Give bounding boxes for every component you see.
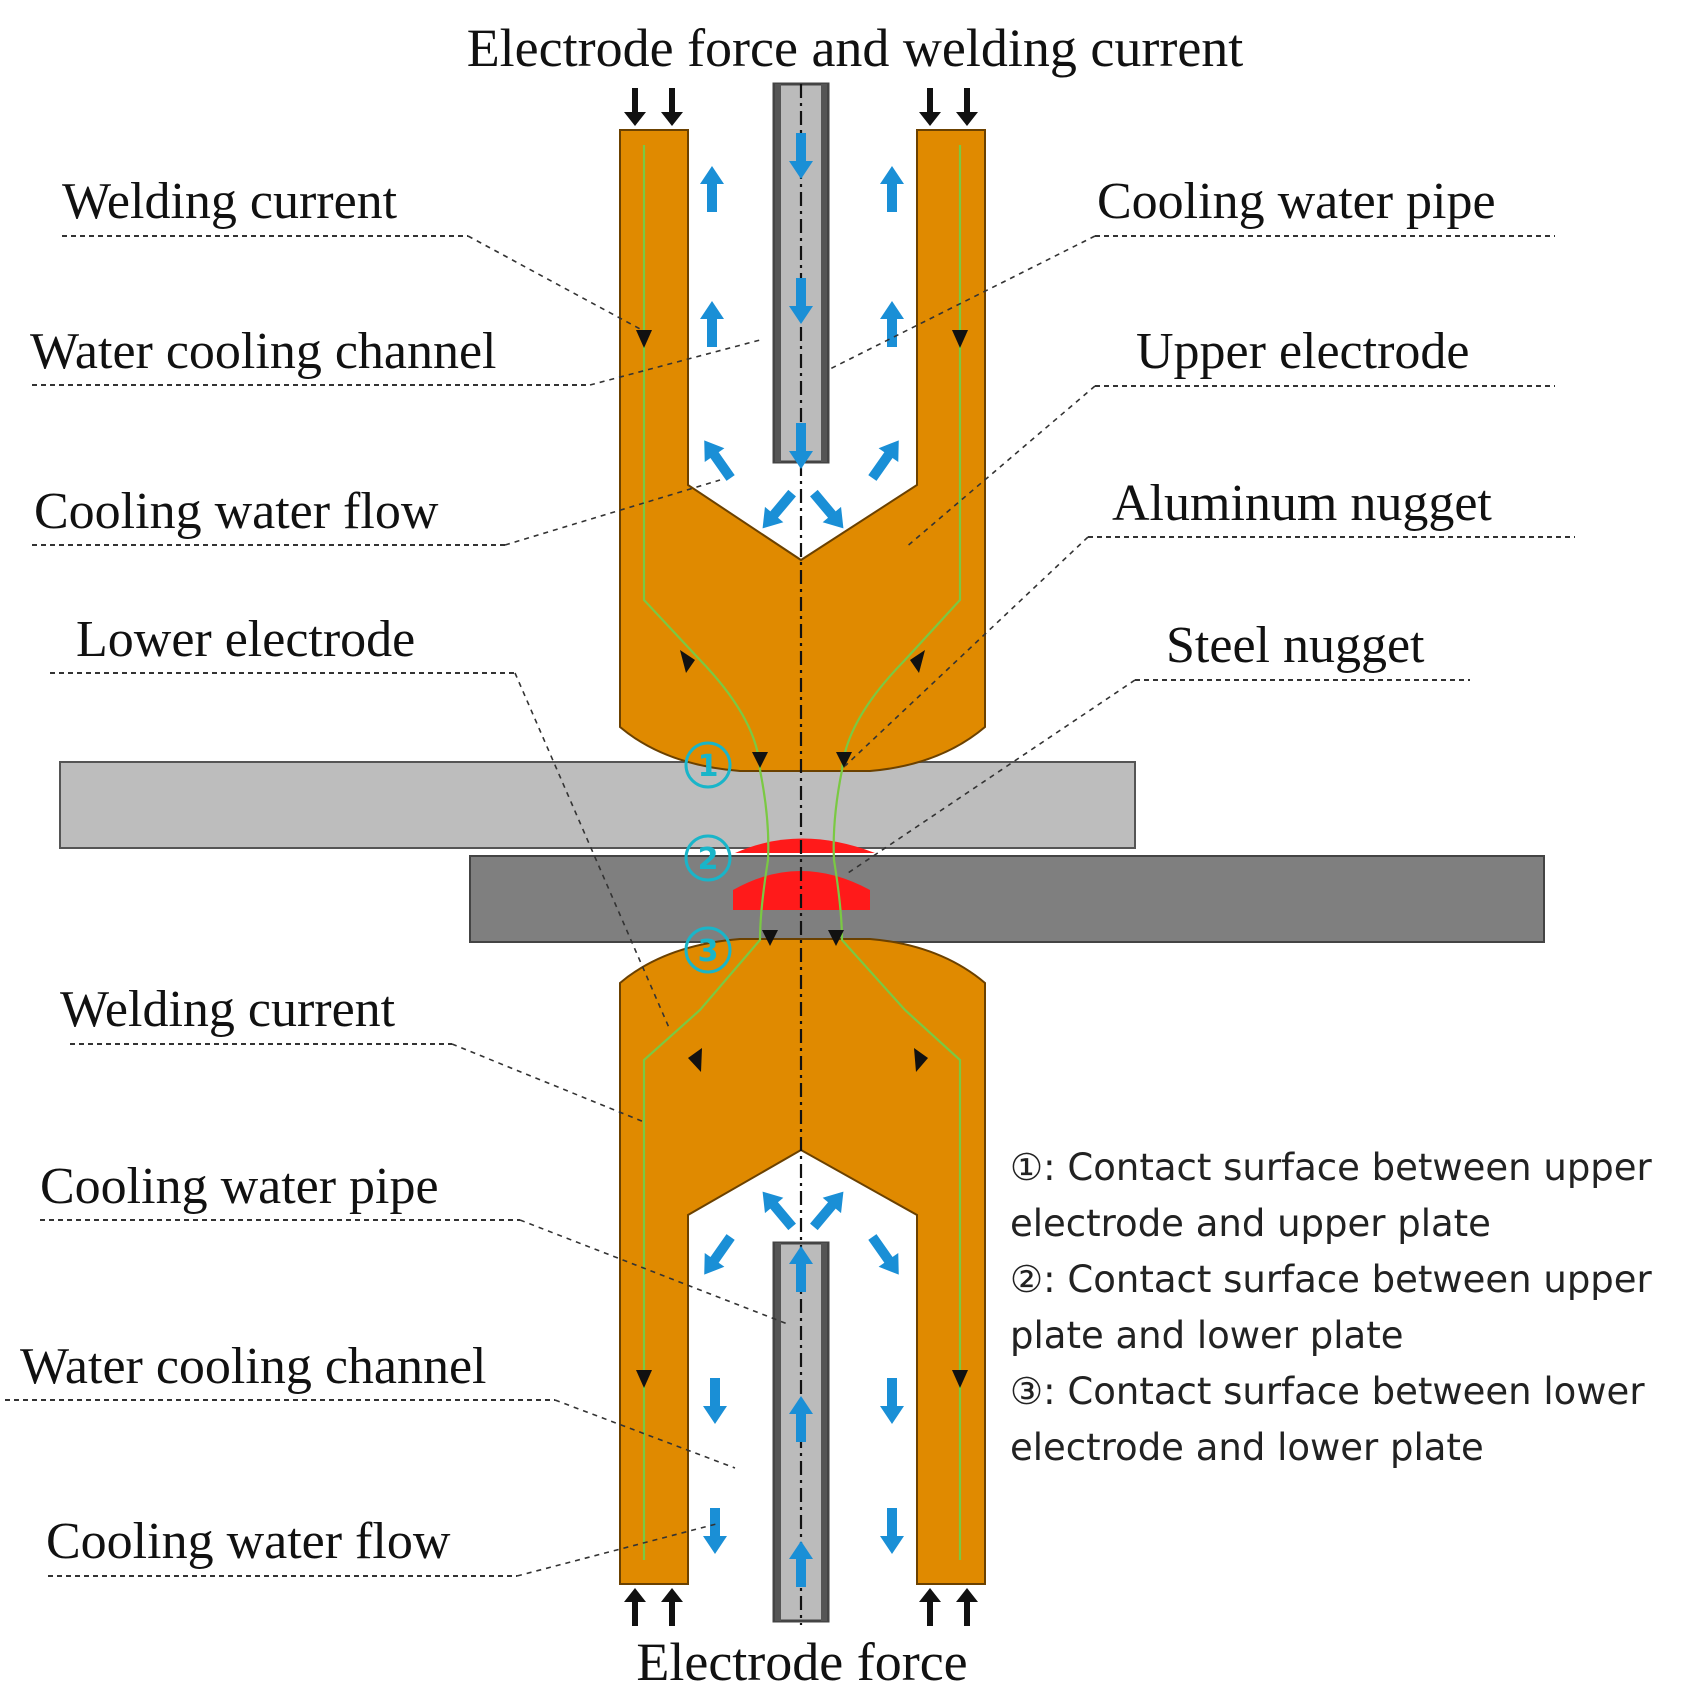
water-flow-arrow [789, 1541, 813, 1587]
label-water-cooling-channel-upper: Water cooling channel [30, 323, 497, 380]
legend-item-3-line2: electrode and lower plate [1010, 1426, 1484, 1469]
water-flow-arrow [789, 1396, 813, 1442]
water-flow-arrow [880, 1378, 904, 1424]
legend-item-2-line1: ②: Contact surface between upper [1010, 1258, 1653, 1301]
label-underlines [5, 235, 1575, 1577]
aluminum-nugget [735, 838, 875, 853]
current-direction-arrows [636, 330, 968, 1388]
force-arrows-top [624, 88, 978, 126]
label-water-cooling-channel-lower: Water cooling channel [20, 1338, 487, 1395]
water-flow-arrow [704, 440, 735, 481]
water-flow-arrow [700, 166, 724, 212]
water-flow-arrow [703, 1378, 727, 1424]
water-flow-arrow [880, 301, 904, 347]
force-arrows-bottom [624, 1588, 978, 1626]
water-flow-arrow [880, 166, 904, 212]
water-flow-arrow [810, 489, 844, 529]
water-flow-arrow [789, 133, 813, 179]
legend-item-3-line1: ③: Contact surface between lower [1010, 1370, 1645, 1413]
marker-1: 1 [684, 741, 732, 789]
water-flow-arrow [703, 1508, 727, 1554]
upper-electrode [619, 129, 986, 772]
label-aluminum-nugget: Aluminum nugget [1112, 475, 1492, 532]
legend-item-1-line1: ①: Contact surface between upper [1010, 1146, 1653, 1189]
water-flow-arrow [880, 1508, 904, 1554]
water-flow-arrow [789, 1246, 813, 1292]
water-flow-arrow [762, 1191, 796, 1231]
marker-3: 3 [684, 926, 732, 974]
contact-surface-legend: ①: Contact surface between upper electro… [1010, 1146, 1653, 1469]
svg-text:3: 3 [698, 934, 719, 969]
top-title: Electrode force and welding current [467, 18, 1244, 78]
label-cooling-water-pipe-upper: Cooling water pipe [1097, 173, 1496, 230]
bottom-title: Electrode force [636, 1632, 967, 1691]
label-upper-electrode: Upper electrode [1136, 323, 1469, 380]
water-flow-arrow [704, 1234, 735, 1275]
marker-2: 2 [684, 834, 732, 882]
lower-plate [469, 855, 1545, 943]
label-cooling-water-flow-upper: Cooling water flow [34, 483, 439, 540]
water-flow-arrow [789, 278, 813, 324]
steel-nugget [733, 871, 870, 910]
label-lower-electrode: Lower electrode [76, 611, 415, 668]
water-flow-arrow [868, 440, 899, 481]
label-cooling-water-pipe-lower: Cooling water pipe [40, 1158, 439, 1215]
water-flow-arrow [789, 423, 813, 469]
water-flow-arrow [762, 489, 796, 529]
svg-text:1: 1 [698, 749, 719, 784]
leader-lines [451, 235, 1136, 1577]
water-flow-arrow [868, 1234, 899, 1275]
svg-text:2: 2 [698, 842, 719, 877]
label-cooling-water-flow-lower: Cooling water flow [46, 1513, 451, 1570]
upper-plate [59, 761, 1136, 849]
welding-current-paths [642, 145, 962, 1560]
water-flow-arrow [810, 1191, 844, 1231]
legend-item-2-line2: plate and lower plate [1010, 1314, 1403, 1357]
cooling-water-flow-arrows [700, 133, 904, 1587]
lower-electrode [619, 938, 986, 1585]
label-welding-current-upper: Welding current [62, 173, 398, 230]
legend-item-1-line2: electrode and upper plate [1010, 1202, 1491, 1245]
label-steel-nugget: Steel nugget [1166, 617, 1425, 674]
water-flow-arrow [700, 301, 724, 347]
label-welding-current-lower: Welding current [60, 981, 396, 1038]
